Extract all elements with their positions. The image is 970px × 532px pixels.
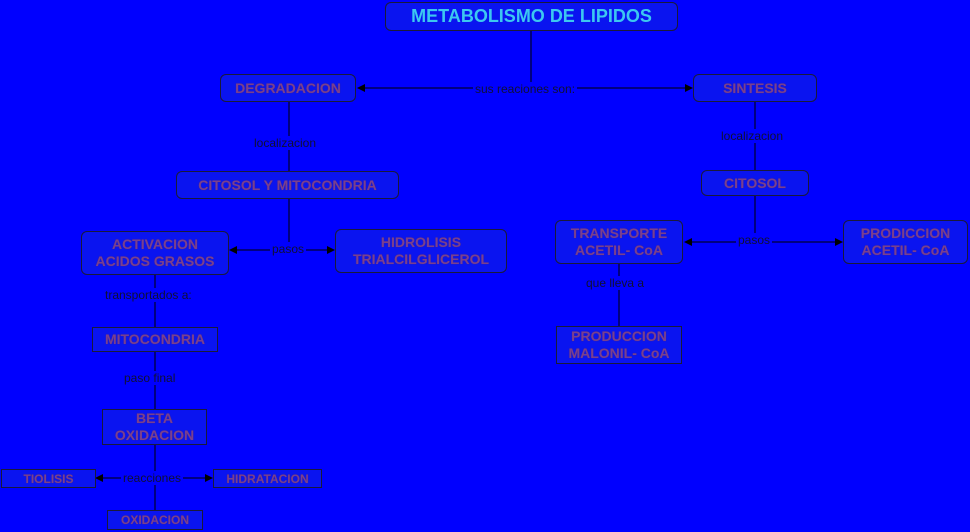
node-mitocondria: MITOCONDRIA	[92, 327, 218, 352]
node-tiolisis: TIOLISIS	[1, 469, 96, 488]
label-reacciones: reacciones	[121, 471, 184, 485]
node-citosol: CITOSOL	[701, 170, 809, 196]
label-que-lleva: que lleva a	[584, 276, 647, 290]
node-degradacion: DEGRADACION	[220, 74, 356, 102]
label-localizacion-left: localizacion	[252, 136, 319, 150]
diagram-title: METABOLISMO DE LIPIDOS	[385, 2, 678, 31]
node-oxidacion: OXIDACION	[107, 510, 203, 530]
node-hidratacion: HIDRATACION	[213, 469, 322, 488]
node-produccion-malonil-coa: PRODUCCION MALONIL- CoA	[556, 326, 682, 364]
label-paso-final: paso final	[122, 371, 178, 385]
node-citosol-mitocondria: CITOSOL Y MITOCONDRIA	[176, 171, 399, 199]
label-pasos-right: pasos	[736, 233, 773, 247]
node-hidrolisis-trialcilglicerol: HIDROLISIS TRIALCILGLICEROL	[335, 229, 507, 273]
label-transportados: transportados a:	[103, 288, 194, 302]
node-prodiccion-acetil-coa: PRODICCION ACETIL- CoA	[843, 220, 968, 264]
node-sintesis: SINTESIS	[693, 74, 817, 102]
node-beta-oxidacion: BETA OXIDACION	[102, 409, 207, 445]
label-pasos-left: pasos	[270, 242, 307, 256]
label-sus-reaciones: sus reaciones son:	[473, 82, 578, 96]
node-activacion-acidos-grasos: ACTIVACION ACIDOS GRASOS	[81, 231, 229, 275]
label-localizacion-right: localizacion	[719, 129, 786, 143]
node-transporte-acetil-coa: TRANSPORTE ACETIL- CoA	[555, 220, 683, 264]
